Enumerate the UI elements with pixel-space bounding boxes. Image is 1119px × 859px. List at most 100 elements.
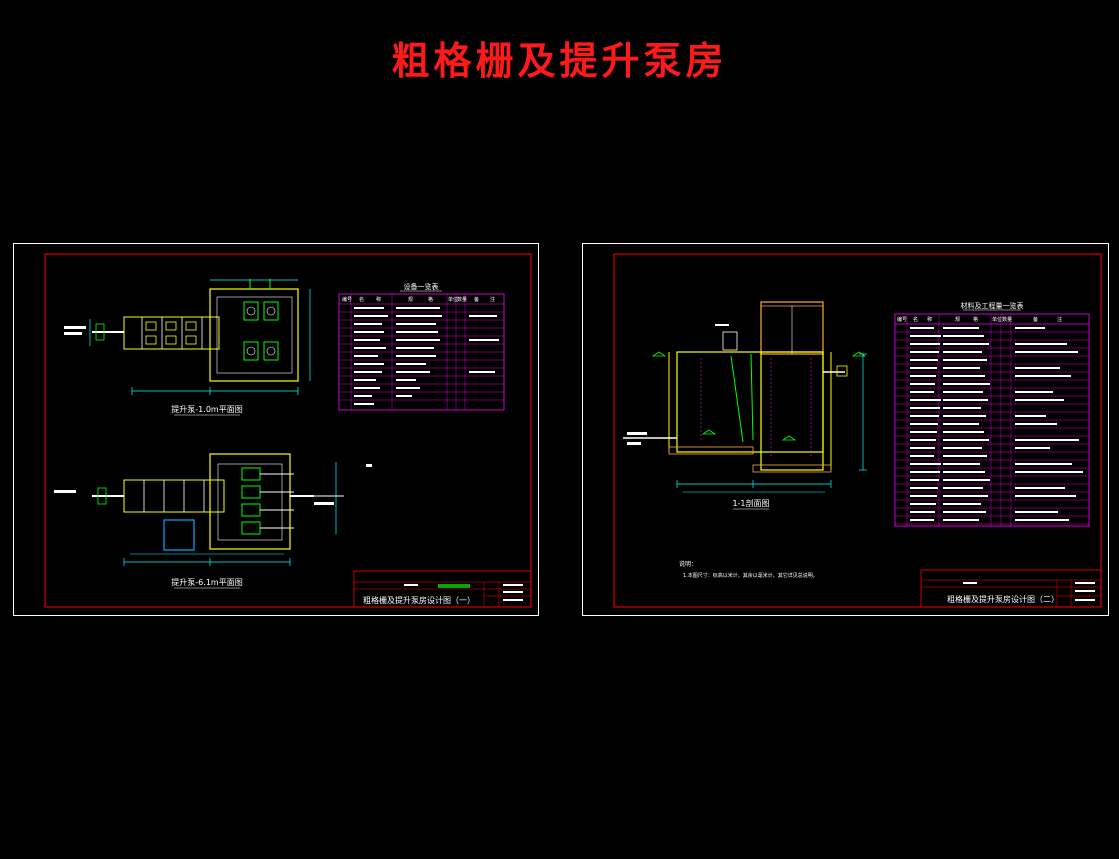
material-table-filler: [910, 327, 934, 329]
material-table-filler: [943, 495, 988, 497]
equipment-header-cell: 注: [490, 296, 495, 303]
lower-plan-label: 提升泵-6.1m平面图: [171, 577, 242, 587]
material-table-filler: [1015, 495, 1076, 497]
sheet-1-frame: [44, 253, 532, 608]
material-table-filler: [943, 479, 990, 481]
equipment-table-title: 设备一览表: [404, 282, 439, 291]
material-table-filler: [910, 503, 936, 505]
material-table-filler: [910, 407, 940, 409]
material-table-filler: [910, 511, 935, 513]
material-table-filler: [910, 431, 937, 433]
material-table-filler: [1015, 367, 1060, 369]
equipment-header-cell: 格: [428, 296, 433, 303]
material-table-filler: [910, 439, 936, 441]
material-header-cell: 格: [973, 316, 978, 323]
material-table-filler: [1015, 399, 1064, 401]
sheet-2-title-block-title: 粗格栅及提升泵房设计图（二）: [947, 594, 1059, 604]
material-table-filler: [943, 343, 989, 345]
material-table-filler: [910, 495, 937, 497]
material-table-title: 材料及工程量一览表: [961, 301, 1024, 310]
material-table-filler: [1015, 327, 1045, 329]
material-table-filler: [943, 503, 981, 505]
upper-plan-label: 提升泵-1.0m平面图: [171, 404, 242, 414]
page-title: 粗格栅及提升泵房: [391, 38, 728, 83]
material-table-filler: [1015, 375, 1071, 377]
material-header-cell: 备: [1033, 316, 1038, 323]
material-table-filler: [910, 399, 941, 401]
material-table-filler: [910, 359, 938, 361]
equipment-header-cell: 数量: [457, 296, 467, 303]
material-table-filler: [1015, 391, 1053, 393]
equipment-header-cell: 单位: [448, 296, 458, 303]
material-table-filler: [943, 351, 982, 353]
equipment-table-header: 编号 名 称 规 格 单位 数量 备 注: [342, 296, 495, 303]
material-table-filler: [943, 327, 979, 329]
material-table-filler: [943, 367, 980, 369]
material-table-filler: [910, 375, 936, 377]
equipment-header-cell: 称: [376, 296, 381, 303]
material-table-filler: [1015, 511, 1058, 513]
material-table-filler: [1015, 447, 1050, 449]
material-header-cell: 名: [913, 316, 918, 323]
material-header-cell: 数量: [1002, 316, 1012, 323]
material-table-rows: [895, 323, 1089, 525]
equipment-header-cell: 备: [474, 296, 479, 303]
material-table-filler: [1015, 423, 1057, 425]
lower-plan-drawing: [54, 453, 372, 566]
material-table-filler: [943, 423, 979, 425]
material-table-filler: [1015, 519, 1069, 521]
material-table-filler: [910, 447, 935, 449]
material-table-filler: [910, 463, 941, 465]
upper-plan-drawing: [64, 279, 311, 395]
drawing-sheet-1[interactable]: 提升泵-1.0m平面图: [13, 243, 539, 616]
material-table-filler: [910, 487, 938, 489]
material-table-filler: [943, 455, 987, 457]
material-table-filler: [943, 399, 988, 401]
notes-text: 1.本图尺寸：标高以米计，其余以毫米计。其它详见总说明。: [683, 572, 818, 579]
section-label: 1-1剖面图: [732, 498, 769, 508]
material-table-filler: [1015, 487, 1065, 489]
material-table-filler: [910, 391, 934, 393]
material-table-filler: [943, 447, 982, 449]
material-header-cell: 规: [955, 316, 960, 323]
material-table-filler: [1015, 343, 1067, 345]
material-table-filler: [943, 359, 987, 361]
material-table-filler: [910, 343, 940, 345]
sheet-2-title-block: [920, 569, 1102, 608]
material-table-filler: [943, 519, 979, 521]
material-table-filler: [1015, 471, 1083, 473]
material-table-filler: [943, 415, 986, 417]
material-header-cell: 单位: [992, 316, 1002, 323]
sheet-1-title-block: [353, 570, 532, 608]
material-table-filler: [1015, 351, 1078, 353]
material-table-filler: [943, 439, 989, 441]
section-drawing: [623, 301, 867, 493]
equipment-table: [338, 293, 505, 411]
material-table-filler: [1015, 439, 1079, 441]
sheet-1-canvas: 提升泵-1.0m平面图: [44, 253, 532, 608]
material-table-filler: [943, 511, 986, 513]
notes-heading: 说明：: [679, 560, 697, 568]
sheet-2-canvas: 1-1剖面图 说明： 1.本图尺寸：标高以米计，其余以毫米计。其它详见总说明。 …: [613, 253, 1102, 608]
material-table-filler: [943, 383, 990, 385]
material-header-cell: 注: [1057, 316, 1062, 323]
material-table-filler: [943, 463, 980, 465]
material-table-filler: [910, 367, 937, 369]
material-table-filler: [910, 335, 941, 337]
material-table-filler: [943, 375, 985, 377]
material-table-header: 编号 名 称 规 格 单位 数量 备 注: [897, 316, 1062, 323]
material-header-cell: 称: [927, 316, 932, 323]
material-table-filler: [910, 455, 934, 457]
material-table-filler: [910, 423, 938, 425]
equipment-header-cell: 规: [408, 296, 413, 303]
material-table-filler: [910, 351, 939, 353]
material-table-filler: [910, 519, 934, 521]
material-table-filler: [910, 383, 935, 385]
material-table-filler: [943, 431, 984, 433]
material-header-cell: 编号: [897, 316, 907, 323]
drawing-sheet-2[interactable]: 1-1剖面图 说明： 1.本图尺寸：标高以米计，其余以毫米计。其它详见总说明。 …: [582, 243, 1109, 616]
equipment-header-cell: 编号: [342, 296, 352, 303]
sheet-2-frame: [613, 253, 1102, 608]
material-table-filler: [943, 335, 984, 337]
material-table-filler: [1015, 415, 1046, 417]
